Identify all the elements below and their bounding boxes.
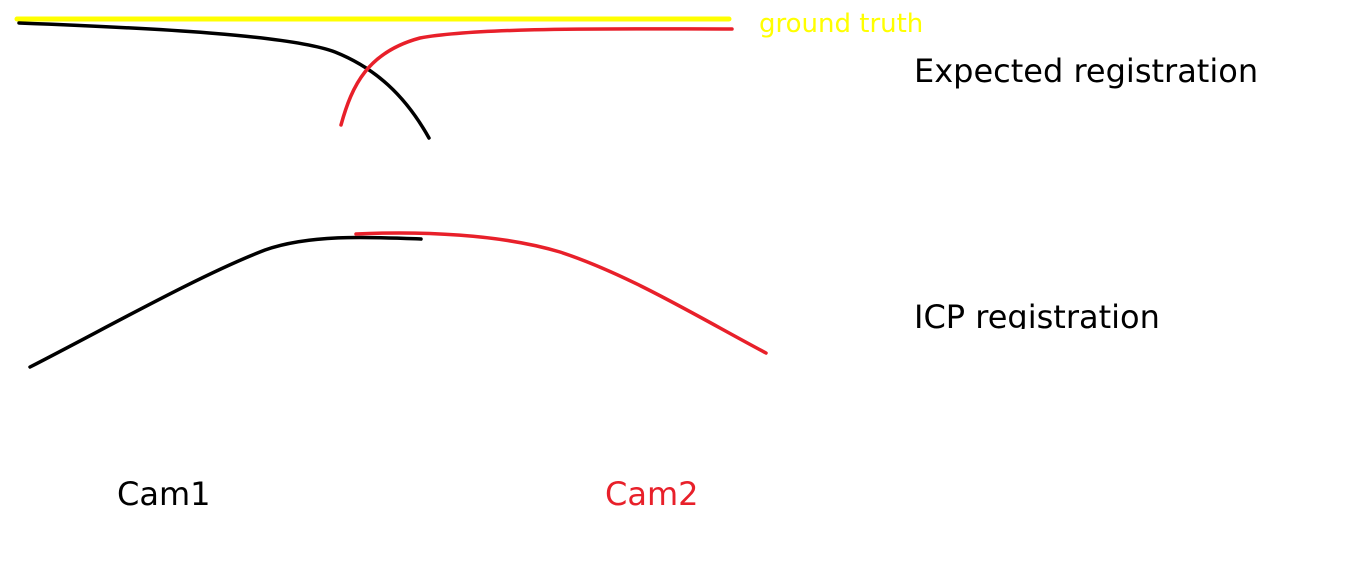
cam1-label: Cam1 (117, 475, 211, 513)
icp-cam1-curve (28, 235, 423, 369)
icp-cam2-curve (354, 231, 768, 355)
expected-cam1-curve (17, 21, 431, 140)
cam2-label: Cam2 (605, 475, 699, 513)
expected-registration-label: Expected registration (914, 52, 1259, 90)
expected-cam2-curve (339, 27, 734, 127)
ground-truth-label: ground truth (759, 9, 924, 39)
icp-registration-label: ICP registration (914, 301, 1160, 329)
